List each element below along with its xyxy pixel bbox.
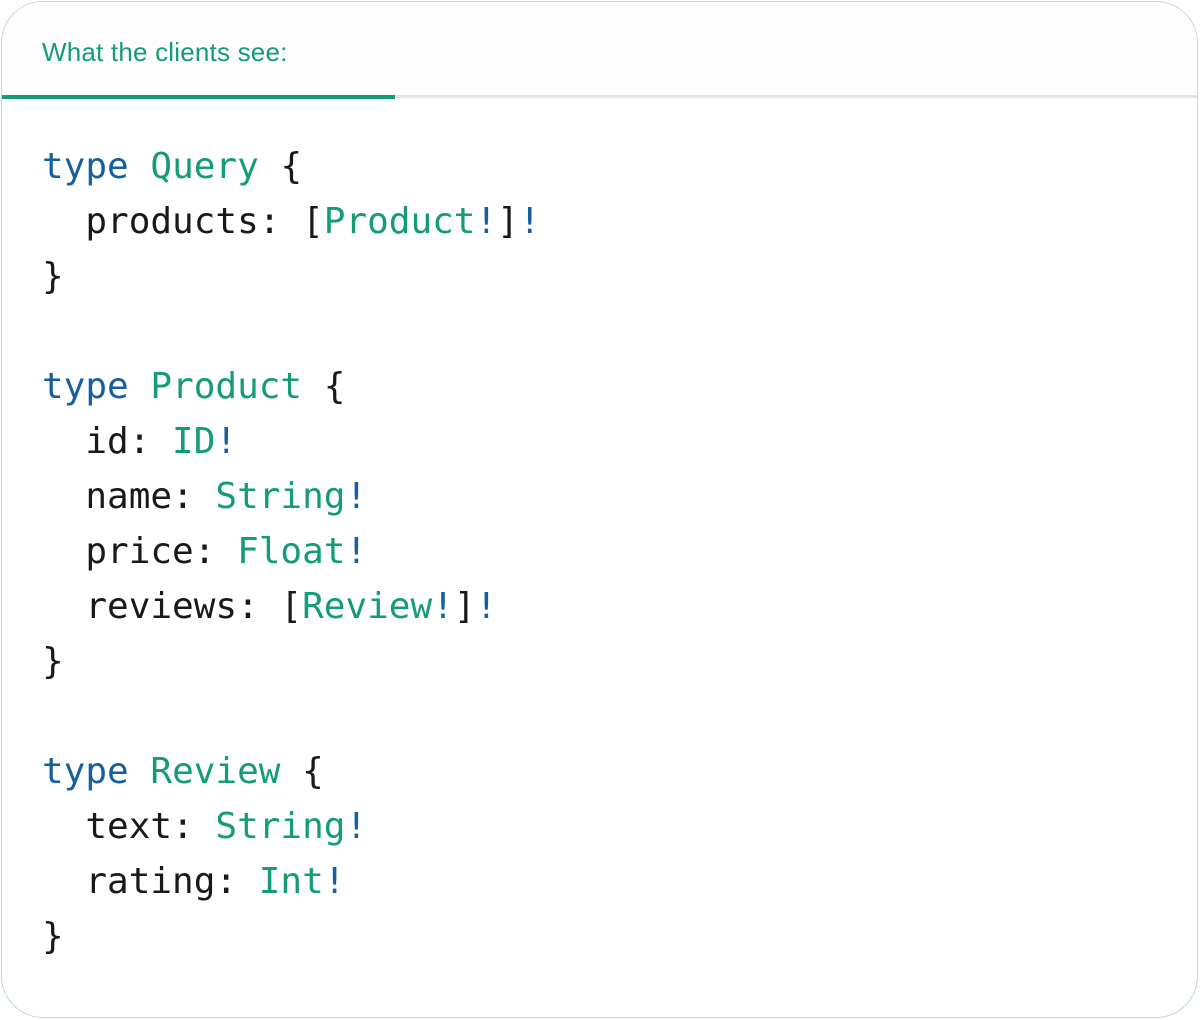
code-line: reviews: [Review!]! [42, 579, 1157, 634]
code-token: } [42, 256, 64, 297]
code-line: type Product { [42, 359, 1157, 414]
code-token: ! [345, 531, 368, 572]
code-token: rating: [42, 861, 259, 902]
code-line: } [42, 909, 1157, 964]
tab-label: What the clients see: [42, 37, 288, 67]
code-token: products: [ [42, 201, 324, 242]
code-token: Float [237, 531, 346, 572]
code-token: name: [42, 476, 216, 517]
code-token: ID [172, 421, 216, 462]
code-token: ! [323, 861, 346, 902]
code-token: ! [475, 586, 498, 627]
code-token: type [42, 146, 129, 187]
code-token: ! [518, 201, 541, 242]
code-token: Query [150, 146, 259, 187]
code-token: } [42, 916, 64, 957]
code-token [129, 146, 151, 187]
tab-what-clients-see[interactable]: What the clients see: [2, 2, 395, 99]
code-line: products: [Product!]! [42, 194, 1157, 249]
code-line: price: Float! [42, 524, 1157, 579]
code-token: type [42, 751, 129, 792]
code-line: type Review { [42, 744, 1157, 799]
active-tab-underline [2, 94, 395, 99]
code-token: price: [42, 531, 238, 572]
code-line: id: ID! [42, 414, 1157, 469]
code-token: text: [42, 806, 216, 847]
code-token: ] [453, 586, 476, 627]
code-line: name: String! [42, 469, 1157, 524]
code-token: ! [215, 421, 238, 462]
code-token: } [42, 641, 64, 682]
code-token [129, 751, 151, 792]
code-line [42, 304, 1157, 359]
code-token: { [258, 146, 303, 187]
code-token [129, 366, 151, 407]
code-line: type Query { [42, 139, 1157, 194]
code-token: String [215, 806, 346, 847]
code-token: reviews: [ [42, 586, 303, 627]
code-token: ! [475, 201, 498, 242]
code-token: Product [150, 366, 303, 407]
code-token: ] [497, 201, 519, 242]
code-token: id: [42, 421, 173, 462]
code-token: Review [150, 751, 281, 792]
code-token: ! [345, 806, 368, 847]
code-line: text: String! [42, 799, 1157, 854]
code-block: type Query { products: [Product!]!} type… [2, 99, 1197, 964]
code-token: type [42, 366, 129, 407]
code-line: rating: Int! [42, 854, 1157, 909]
code-token: String [215, 476, 346, 517]
code-token: { [302, 366, 346, 407]
code-token: Int [258, 861, 324, 902]
code-line: } [42, 249, 1157, 304]
code-token: ! [432, 586, 454, 627]
code-token: ! [345, 476, 368, 517]
code-line: } [42, 634, 1157, 689]
code-line [42, 689, 1157, 744]
code-token: Review [302, 586, 433, 627]
tab-bar: What the clients see: [2, 2, 1197, 99]
code-token: { [280, 751, 324, 792]
tab-bar-divider [2, 95, 1197, 98]
code-token: Product [323, 201, 476, 242]
